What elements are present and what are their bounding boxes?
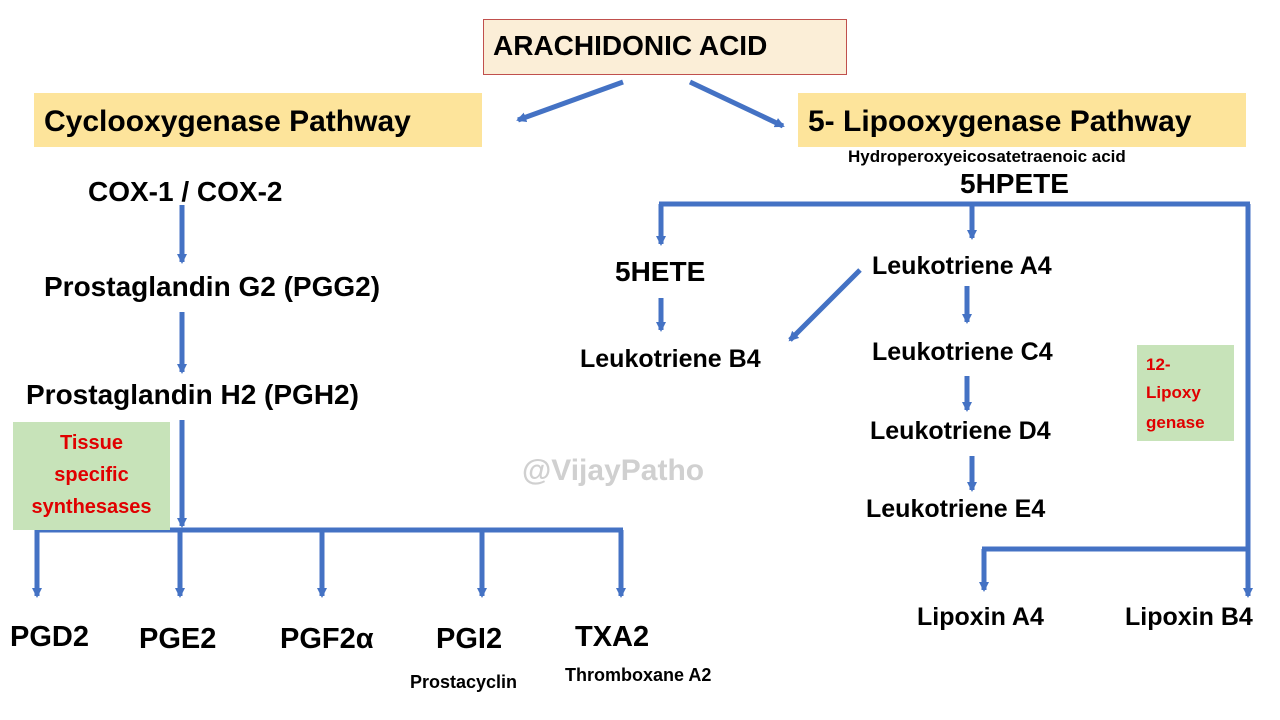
leukotriene-c4: Leukotriene C4 — [872, 338, 1053, 366]
cox-pathway-label: Cyclooxygenase Pathway — [44, 105, 411, 138]
leukotriene-a4: Leukotriene A4 — [872, 252, 1052, 280]
pgg2: Prostaglandin G2 (PGG2) — [44, 271, 381, 302]
product-pgi2-subtitle: Prostacyclin — [410, 672, 518, 692]
product-pgf2a: PGF2α — [280, 623, 374, 655]
title-box — [483, 19, 847, 75]
product-pgi2: PGI2 — [436, 623, 503, 655]
leukotriene-e4: Leukotriene E4 — [866, 495, 1046, 523]
lox-pathway-label: 5- Lipooxygenase Pathway — [808, 105, 1192, 138]
lipoxygenase-note-box — [1137, 345, 1234, 441]
product-txa2: TXA2 — [575, 621, 650, 653]
lipoxin-b4: Lipoxin B4 — [1125, 603, 1253, 631]
product-pgd2: PGD2 — [10, 621, 89, 653]
cox-enzyme: COX-1 / COX-2 — [88, 176, 283, 207]
cox-pathway-box — [34, 93, 482, 147]
watermark: @VijayPatho — [522, 454, 705, 487]
arrow-to-lox-pathway — [688, 79, 785, 129]
title: ARACHIDONIC ACID — [493, 30, 768, 61]
product-txa2-subtitle: Thromboxane A2 — [565, 665, 712, 685]
synthase-note-line-1: Tissue — [60, 432, 123, 454]
lox-pathway-box — [798, 93, 1246, 147]
hpete-full-name: Hydroperoxyeicosatetraenoic acid — [848, 147, 1126, 166]
pgh2: Prostaglandin H2 (PGH2) — [26, 379, 359, 410]
lipoxin-a4: Lipoxin A4 — [917, 603, 1044, 631]
arrow-lta4-to-ltb4 — [788, 268, 862, 342]
product-pge2: PGE2 — [139, 623, 217, 655]
lipoxygenase-note-line-3: genase — [1146, 413, 1205, 432]
hete: 5HETE — [615, 256, 706, 287]
tissue-synthase-note-box — [13, 422, 170, 530]
leukotriene-d4: Leukotriene D4 — [870, 417, 1051, 445]
leukotriene-b4: Leukotriene B4 — [580, 345, 761, 373]
arrow-to-cox-pathway — [516, 79, 624, 123]
lipoxygenase-note-line-2: Lipoxy — [1146, 383, 1201, 402]
synthase-note-line-3: synthesases — [31, 496, 152, 518]
hpete: 5HPETE — [960, 168, 1069, 199]
lipoxygenase-note-line-1: 12- — [1146, 355, 1171, 374]
synthase-note-line-2: specific — [54, 464, 129, 486]
